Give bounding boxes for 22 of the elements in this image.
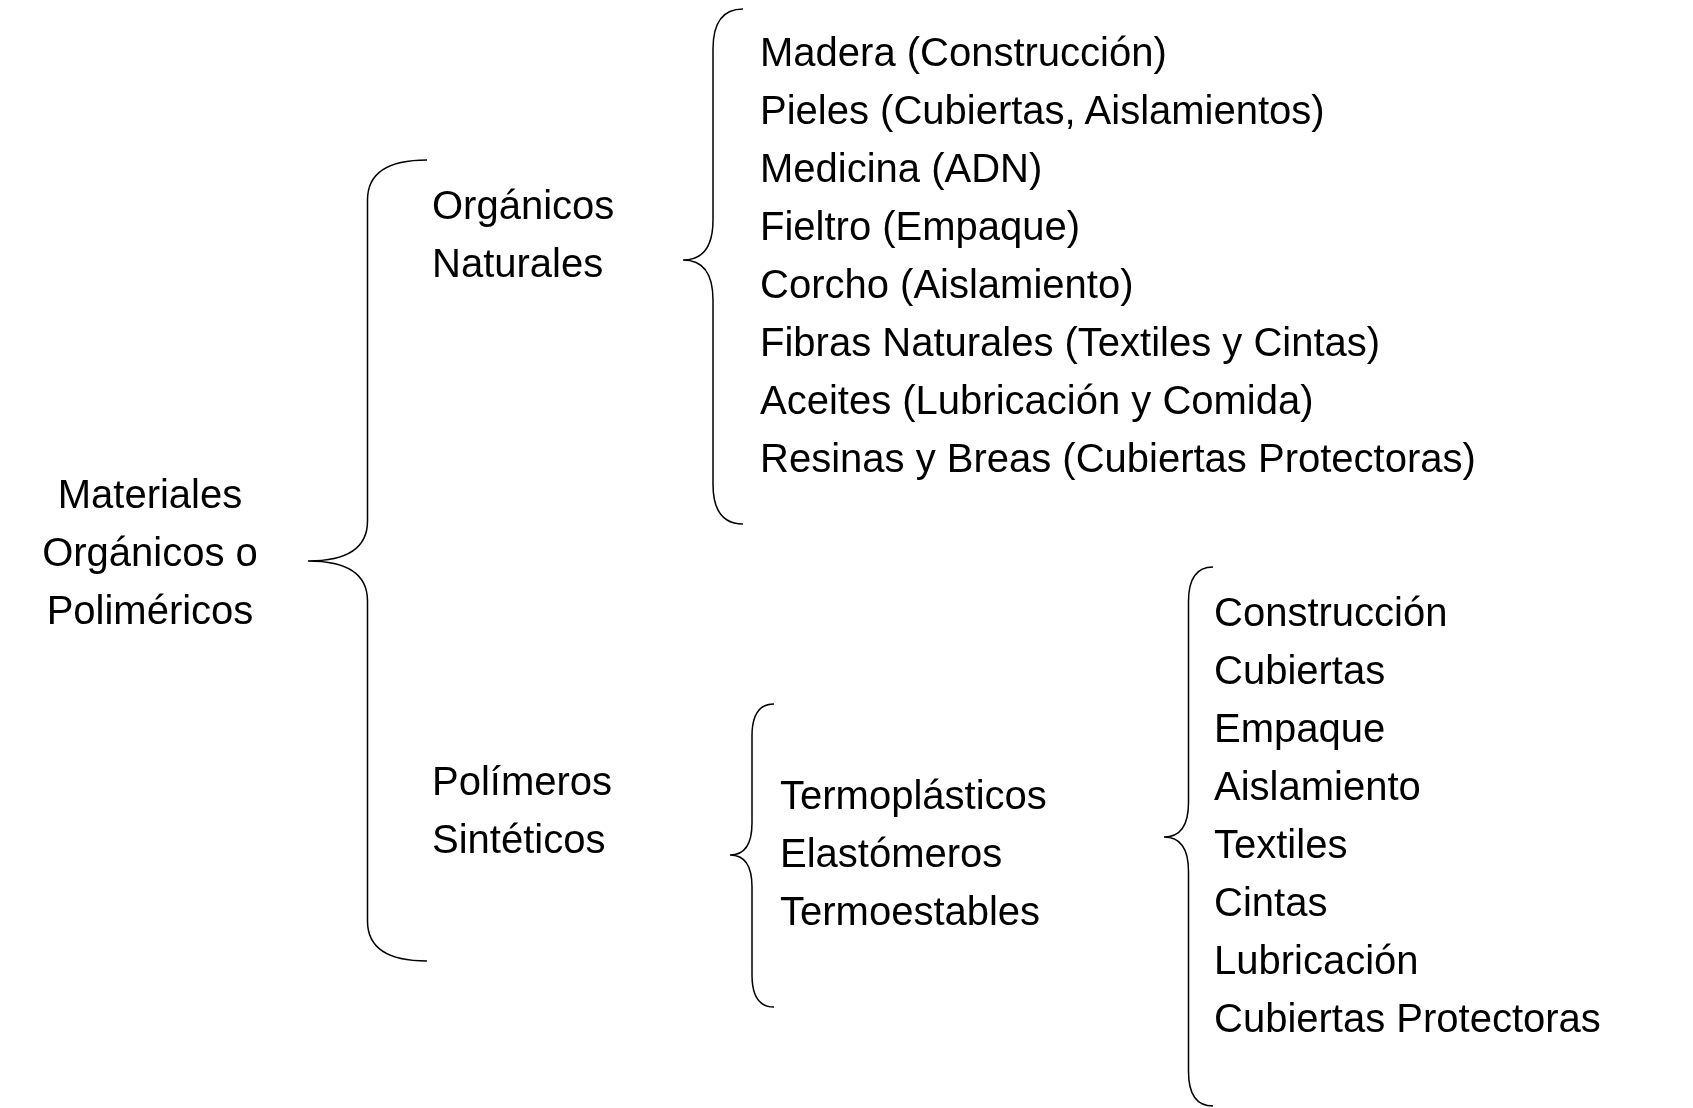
list-item: Lubricación: [1214, 937, 1419, 984]
list-item: Pieles (Cubiertas, Aislamientos): [760, 87, 1325, 134]
list-item: Elastómeros: [780, 830, 1003, 877]
list-item: Construcción: [1214, 589, 1448, 636]
list-item: Resinas y Breas (Cubiertas Protectoras): [760, 435, 1476, 482]
list-item: Cintas: [1214, 879, 1328, 926]
category-label: Materiales Orgánicos o Poliméricos: [41, 471, 259, 634]
list-item: Fibras Naturales (Textiles y Cintas): [760, 319, 1381, 366]
list-item: Aislamiento: [1214, 763, 1421, 810]
list-item: Corcho (Aislamiento): [760, 261, 1134, 308]
list-item: Cubiertas Protectoras: [1214, 995, 1601, 1042]
list-item: Empaque: [1214, 705, 1386, 752]
category-label: Orgánicos Naturales: [432, 182, 616, 287]
list-item: Fieltro (Empaque): [760, 203, 1081, 250]
list-item: Cubiertas: [1214, 647, 1386, 694]
list-item: Madera (Construcción): [760, 29, 1167, 76]
category-label: Polímeros Sintéticos: [432, 758, 614, 863]
list-item: Textiles: [1214, 821, 1348, 868]
list-item: Termoestables: [780, 888, 1041, 935]
list-item: Termoplásticos: [780, 772, 1047, 819]
list-item: Aceites (Lubricación y Comida): [760, 377, 1314, 424]
list-item: Medicina (ADN): [760, 145, 1043, 192]
